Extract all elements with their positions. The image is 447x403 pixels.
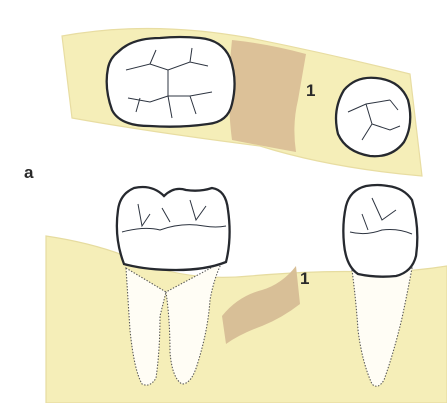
premolar-occlusal-outline [336, 78, 410, 156]
occlusal-gap-label: 1 [306, 81, 315, 100]
premolar-buccal [343, 185, 417, 277]
occlusal-view: 1 [62, 28, 422, 176]
occlusal-extraction-site [229, 40, 306, 152]
molar-occlusal [107, 37, 235, 127]
panel-label: a [24, 163, 34, 182]
premolar-occlusal [336, 78, 410, 156]
molar-occlusal-outline [107, 37, 235, 127]
molar-crown-outline [117, 187, 230, 270]
molar-buccal [117, 187, 230, 270]
buccal-view: 1 [46, 185, 447, 403]
buccal-gap-label: 1 [300, 269, 309, 288]
